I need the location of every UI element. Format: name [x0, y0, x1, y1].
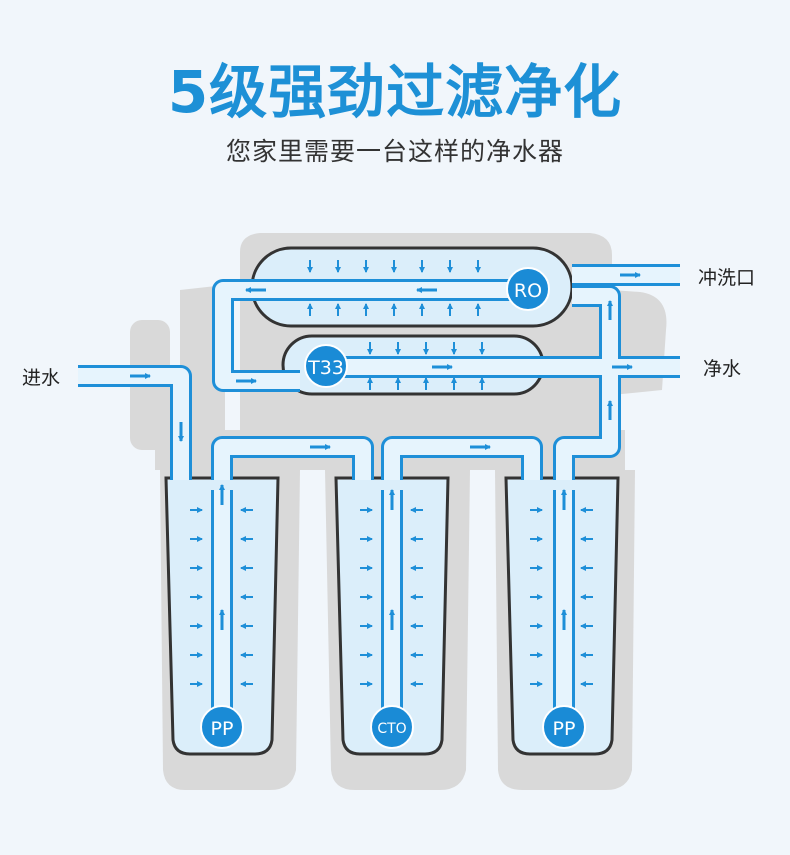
inlet-label: 进水	[22, 367, 61, 389]
flush-outlet-label: 冲洗口	[698, 267, 756, 289]
cto-badge-label: CTO	[377, 721, 406, 737]
stage-badges: RO T33 PP CTO PP	[200, 267, 586, 749]
flow-arrows	[130, 272, 641, 630]
page-subtitle: 您家里需要一台这样的净水器	[225, 137, 564, 166]
t33-badge-label: T33	[307, 357, 344, 379]
filter-inner-arrows	[190, 260, 593, 687]
page-title: 5级强劲过滤净化	[167, 58, 623, 126]
pp2-badge-label: PP	[553, 718, 576, 740]
water-pipes	[78, 264, 680, 712]
ro-badge-label: RO	[514, 280, 542, 302]
pp1-badge-label: PP	[211, 718, 234, 740]
pure-water-label: 净水	[703, 358, 742, 380]
